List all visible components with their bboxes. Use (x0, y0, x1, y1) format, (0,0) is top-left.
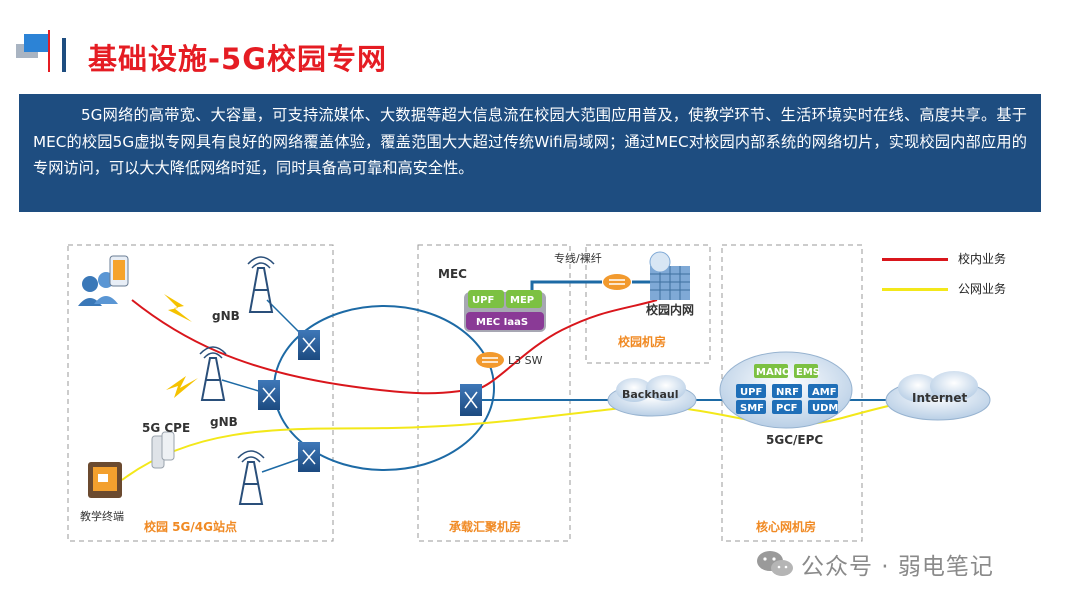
watermark: 公众号 · 弱电笔记 (755, 546, 994, 582)
intranet-label: 校园内网 (646, 302, 694, 317)
router-icon (460, 384, 482, 416)
amf-label: AMF (812, 387, 837, 398)
zone-label-core: 核心网机房 (756, 519, 816, 534)
watermark-text: 公众号 · 弱电笔记 (801, 554, 994, 580)
backhaul-label: Backhaul (622, 388, 679, 401)
network-diagram: 校园 5G/4G站点 承载汇聚机房 校园机房 核心网机房 gNB gNB 5G … (67, 244, 991, 542)
l3sw-label: L3 SW (508, 354, 543, 367)
wireless-signal-icon (164, 294, 198, 398)
router-icon (298, 442, 320, 472)
fiber-label: 专线/裸纤 (554, 251, 602, 265)
internet-label: Internet (912, 391, 967, 405)
nrf-label: NRF (776, 387, 799, 398)
mano-label: MANO (756, 367, 791, 378)
core-network-cloud (719, 351, 853, 429)
zone-campus-box (585, 244, 711, 364)
zone-site-box (67, 244, 334, 542)
wechat-icon (757, 551, 793, 576)
core-name-label: 5GC/EPC (766, 433, 823, 447)
core-upf-label: UPF (740, 387, 762, 398)
router-icon (298, 330, 320, 360)
mec-stack (464, 290, 546, 332)
gnb-tower-icon (247, 256, 275, 313)
intro-panel: 5G网络的高带宽、大容量，可支持流媒体、大数据等超大信息流在校园大范围应用普及，… (19, 94, 1041, 212)
legend-line-public (882, 288, 948, 291)
legend-label-campus: 校内业务 (958, 252, 1007, 266)
zone-label-campus-room: 校园机房 (618, 334, 666, 349)
teaching-terminal-icon (88, 462, 122, 498)
gnb-tower-icon (199, 346, 227, 401)
backhaul-cloud (607, 375, 697, 417)
intro-text: 5G网络的高带宽、大容量，可支持流媒体、大数据等超大信息流在校园大范围应用普及，… (33, 106, 1027, 177)
link-gnb3-router (261, 457, 303, 473)
public-service-path (121, 397, 943, 481)
legend-label-public: 公网业务 (958, 282, 1007, 296)
l3-switch-icon (476, 352, 504, 368)
internet-cloud (885, 371, 991, 421)
cpe-device-icon (151, 431, 175, 469)
zone-label-site: 校园 5G/4G站点 (144, 519, 237, 534)
legend-line-campus (882, 258, 948, 261)
link-gnb2-router (221, 379, 263, 393)
mec-iaas-label: MEC IaaS (476, 317, 528, 328)
page-title: 基础设施-5G校园专网 (88, 42, 388, 76)
ems-label: EMS (796, 367, 820, 378)
fiber-switch-icon (603, 274, 631, 290)
zone-label-aggregation: 承载汇聚机房 (449, 519, 521, 534)
router-icon (258, 380, 280, 410)
legend: 校内业务 公网业务 (878, 246, 1078, 306)
users-icon (78, 255, 129, 306)
gnb-tower-icon (237, 450, 265, 505)
udm-label: UDM (812, 403, 838, 414)
campus-intranet-server-icon (649, 251, 690, 300)
mec-mep-label: MEP (510, 295, 534, 306)
gnb-label: gNB (210, 415, 238, 429)
cpe-label: 5G CPE (142, 421, 190, 435)
terminal-label: 教学终端 (80, 509, 124, 523)
logo-icon (12, 28, 56, 72)
mec-label: MEC (438, 267, 467, 281)
title-accent-bar (62, 38, 66, 72)
smf-label: SMF (740, 403, 764, 414)
pcf-label: PCF (776, 403, 798, 414)
gnb-label: gNB (212, 309, 240, 323)
mec-upf-label: UPF (472, 295, 494, 306)
